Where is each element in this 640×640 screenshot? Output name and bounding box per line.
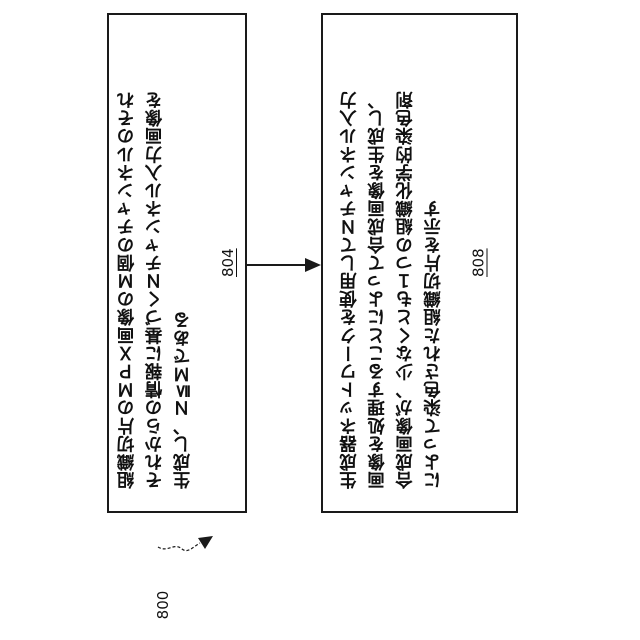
- step-808-line-1: 生成器ネットワークを使用してＮチャンネル入力: [336, 37, 364, 489]
- step-804-line-2: それからの情報に基づくＮチャンネル入力画像を: [141, 37, 169, 489]
- step-808-line-2: 画像を処理することによって合成画像を生成し、: [364, 37, 392, 489]
- step-808-ref-number: 808: [470, 249, 488, 278]
- step-804-line-1: 組織切片のＭＰＸ画像のＭ個のチャンネルのそれ: [113, 37, 141, 489]
- step-804-line-3: 生成し、Ｎ≦Ｍである: [169, 37, 197, 489]
- figure-pointer-arrow: [158, 536, 213, 551]
- step-box-804: 組織切片のＭＰＸ画像のＭ個のチャンネルのそれ それからの情報に基づくＮチャンネル…: [107, 13, 247, 513]
- step-808-line-4: によって染色された組織切片を示す: [420, 37, 448, 489]
- step-text-808: 生成器ネットワークを使用してＮチャンネル入力 画像を処理することによって合成画像…: [323, 15, 516, 511]
- step-808-line-3: 合成画像が、少なくとも１つの組織化学的染色剤: [392, 37, 420, 489]
- figure-number-label: 800: [154, 583, 172, 627]
- flow-arrow: [247, 258, 321, 272]
- step-box-808: 生成器ネットワークを使用してＮチャンネル入力 画像を処理することによって合成画像…: [321, 13, 518, 513]
- step-804-ref-number: 804: [219, 249, 237, 278]
- step-text-804: 組織切片のＭＰＸ画像のＭ個のチャンネルのそれ それからの情報に基づくＮチャンネル…: [109, 15, 245, 511]
